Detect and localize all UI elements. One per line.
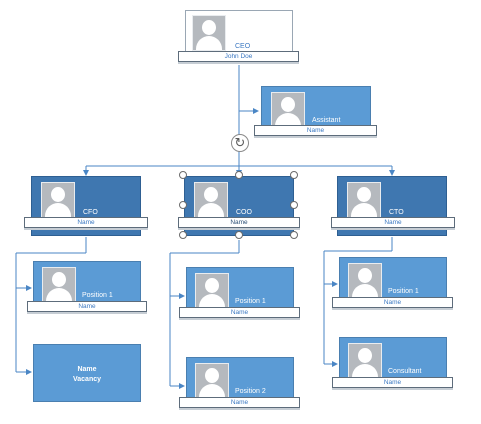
- vacancy-label: Vacancy: [72, 376, 102, 383]
- selection-handle[interactable]: [290, 201, 298, 209]
- selection-handle[interactable]: [179, 201, 187, 209]
- node-name[interactable]: Name: [24, 217, 148, 228]
- person-placeholder-icon: [271, 92, 305, 128]
- node-title: CEO: [235, 43, 251, 50]
- node-title: Position 1: [235, 298, 266, 305]
- person-placeholder-icon: [192, 15, 226, 51]
- node-title: Position 1: [388, 288, 419, 295]
- node-name[interactable]: Name: [178, 217, 300, 228]
- person-placeholder-icon: [348, 343, 382, 379]
- selection-handle[interactable]: [235, 171, 243, 179]
- person-placeholder-icon: [348, 263, 382, 299]
- person-placeholder-icon: [347, 182, 381, 218]
- node-assistant[interactable]: Assistant: [261, 86, 371, 138]
- person-placeholder-icon: [195, 363, 229, 399]
- node-title: CTO: [389, 209, 404, 216]
- node-name[interactable]: Name: [27, 301, 147, 312]
- person-placeholder-icon: [194, 182, 228, 218]
- person-placeholder-icon: [195, 273, 229, 309]
- node-name[interactable]: Name: [332, 297, 453, 308]
- node-title: Assistant: [312, 117, 341, 124]
- node-name[interactable]: Name: [331, 217, 455, 228]
- node-title: Position 2: [235, 388, 266, 395]
- node-name[interactable]: Name: [254, 125, 377, 136]
- node-name[interactable]: Name: [179, 397, 300, 408]
- selection-handle[interactable]: [235, 231, 243, 239]
- selection-handle[interactable]: [179, 171, 187, 179]
- node-cfo-vacancy[interactable]: Name Vacancy: [33, 344, 141, 402]
- rotate-arrow-icon[interactable]: ↻: [231, 134, 249, 152]
- selection-handle[interactable]: [290, 171, 298, 179]
- node-name[interactable]: Name: [179, 307, 300, 318]
- node-title: COO: [236, 209, 252, 216]
- node-title: Consultant: [388, 368, 422, 375]
- vacancy-name: Name: [77, 366, 97, 373]
- node-title: Position 1: [82, 292, 113, 299]
- node-name[interactable]: Name: [332, 377, 453, 388]
- person-placeholder-icon: [42, 267, 76, 303]
- selection-handle[interactable]: [290, 231, 298, 239]
- selection-handle[interactable]: [179, 231, 187, 239]
- node-title: CFO: [83, 209, 98, 216]
- node-name[interactable]: John Doe: [178, 51, 299, 62]
- person-placeholder-icon: [41, 182, 75, 218]
